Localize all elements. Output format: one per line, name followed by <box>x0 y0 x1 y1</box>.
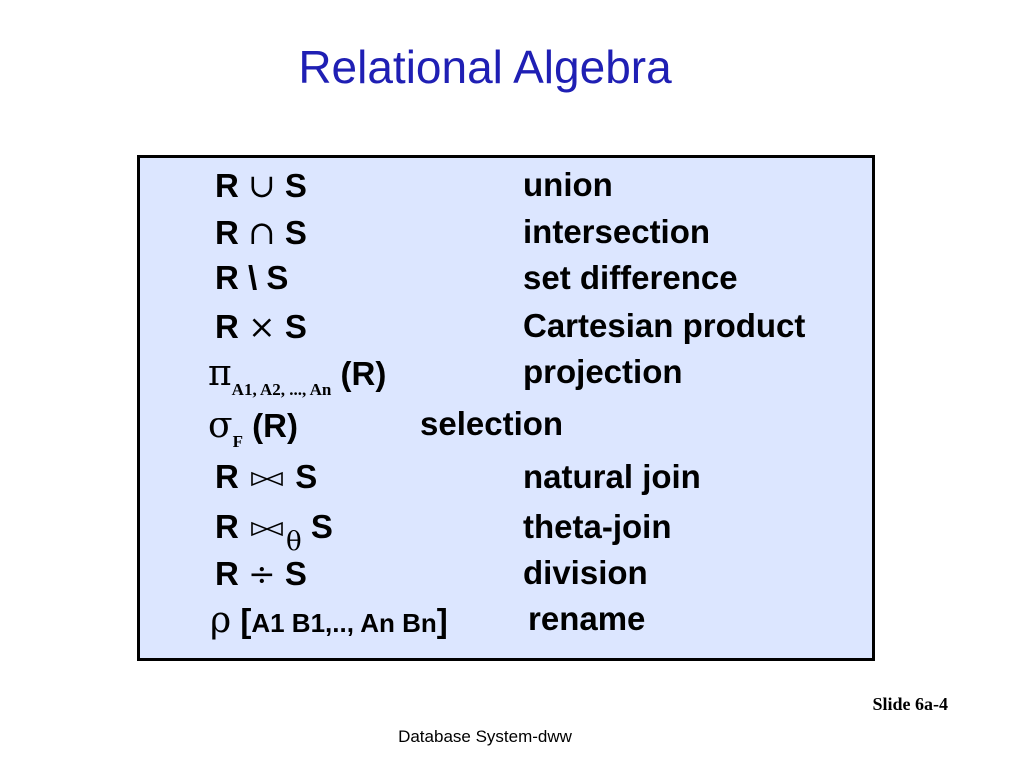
open-bracket: [ <box>240 602 252 639</box>
relation-r: R <box>215 167 239 204</box>
bowtie-join-icon <box>251 522 283 537</box>
operation-row-projection: πA1, A2, ..., An (R) projection <box>140 353 872 399</box>
relation-s: S <box>295 458 318 495</box>
natural-join-description: natural join <box>523 458 701 495</box>
selection-condition: F <box>232 432 243 451</box>
footer-text: Database System-dww <box>398 727 572 746</box>
projection-description: projection <box>523 353 683 390</box>
relation-r: R <box>215 214 239 251</box>
selection-description: selection <box>420 405 564 442</box>
operation-row-rename: ρ [A1 B1,.., An Bn] rename <box>140 600 872 644</box>
cartesian-product-expression: R × S <box>215 307 307 346</box>
slide-title: Relational Algebra <box>298 41 672 93</box>
theta-join-expression: R θ S <box>215 508 333 557</box>
sigma-symbol: σ <box>208 405 233 446</box>
relation-s: S <box>310 508 333 545</box>
times-symbol: × <box>248 307 276 346</box>
bowtie-join-icon <box>251 472 283 487</box>
natural-join-expression: R S <box>215 458 317 496</box>
intersection-description: intersection <box>523 213 711 250</box>
operation-row-theta-join: R θ S theta-join <box>140 508 872 557</box>
operation-row-selection: σF (R) selection <box>140 405 872 451</box>
projection-attribute-list: A1, A2, ..., An <box>231 380 332 399</box>
theta-symbol: θ <box>286 527 302 557</box>
operation-row-set-difference: R \ S set difference <box>140 259 872 303</box>
set-difference-expression: R \ S <box>215 259 288 297</box>
division-description: division <box>523 554 648 591</box>
selection-expression: σF (R) <box>208 405 298 451</box>
union-description: union <box>523 166 613 203</box>
pi-symbol: π <box>208 353 232 394</box>
relation-argument: (R) <box>252 407 298 444</box>
close-bracket: ] <box>436 602 448 639</box>
set-difference-description: set difference <box>523 259 738 296</box>
relation-s: S <box>284 308 307 345</box>
rename-expression: ρ [A1 B1,.., An Bn] <box>210 600 448 641</box>
relation-r: R <box>215 555 239 592</box>
relation-r: R <box>215 508 239 545</box>
operation-row-union: R ∪ S union <box>140 166 872 210</box>
operation-row-intersection: R ∩ S intersection <box>140 213 872 257</box>
intersection-symbol: ∩ <box>248 213 276 252</box>
relation-r: R <box>215 308 239 345</box>
operations-table: R ∪ S union R ∩ S intersection R \ S set… <box>137 155 875 661</box>
relation-argument: (R) <box>340 355 387 392</box>
cartesian-product-description: Cartesian product <box>523 307 806 344</box>
operation-row-natural-join: R S natural join <box>140 458 872 502</box>
union-symbol: ∪ <box>248 166 276 205</box>
operation-row-cartesian-product: R × S Cartesian product <box>140 307 872 351</box>
rho-symbol: ρ <box>210 600 232 641</box>
union-expression: R ∪ S <box>215 166 307 205</box>
relation-r: R <box>215 458 239 495</box>
relation-s: S <box>284 167 307 204</box>
theta-join-description: theta-join <box>523 508 672 545</box>
division-expression: R ÷ S <box>215 554 307 593</box>
operation-row-division: R ÷ S division <box>140 554 872 598</box>
relation-s: S <box>284 555 307 592</box>
set-difference-symbol: \ <box>248 259 258 296</box>
slide-number: Slide 6a-4 <box>872 694 948 714</box>
intersection-expression: R ∩ S <box>215 213 307 252</box>
rename-attribute-list: A1 B1,.., An Bn <box>251 608 437 638</box>
division-symbol: ÷ <box>248 554 276 593</box>
relation-s: S <box>266 259 289 296</box>
projection-expression: πA1, A2, ..., An (R) <box>208 353 387 399</box>
rename-description: rename <box>528 600 646 637</box>
relation-s: S <box>284 214 307 251</box>
relation-r: R <box>215 259 239 296</box>
